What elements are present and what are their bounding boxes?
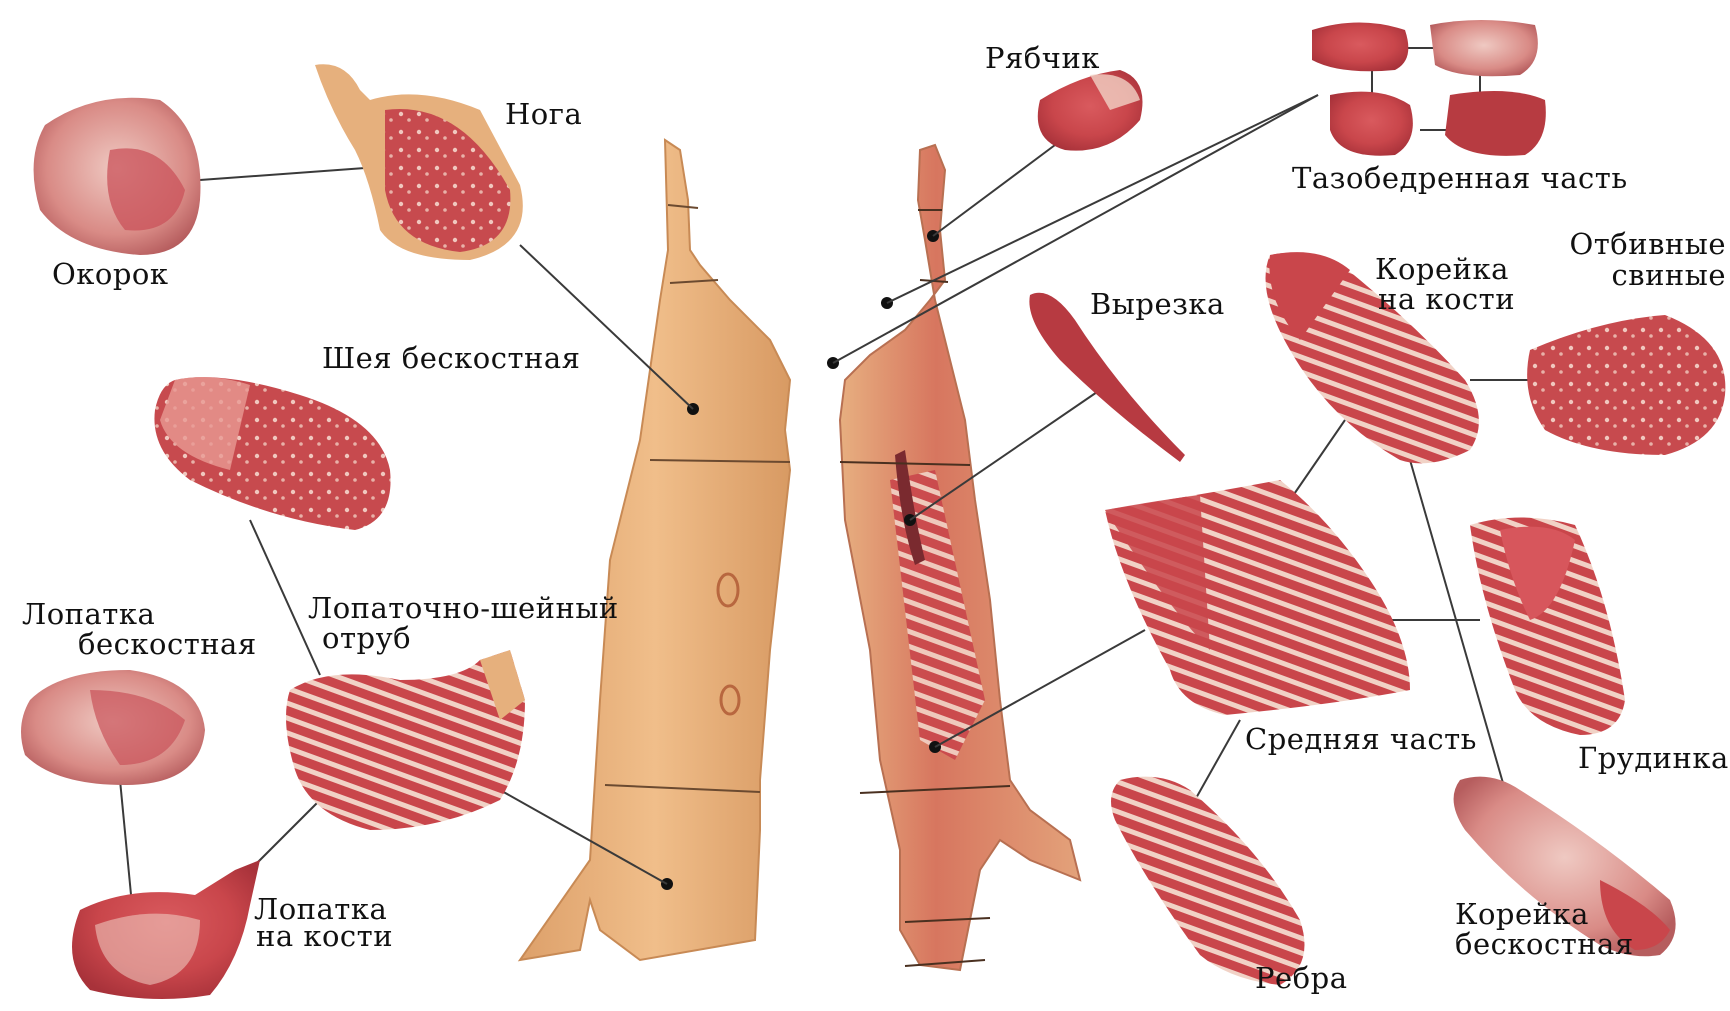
carcass-outer-half — [520, 140, 790, 960]
lopatka-beskostnaya-piece — [21, 670, 205, 785]
label-lopatka-beskostnaya-2: бескостная — [78, 628, 257, 660]
lopatka-na-kosti-piece — [72, 860, 260, 999]
noga-piece — [315, 64, 523, 260]
tazobedr-pieces — [1312, 20, 1546, 156]
label-sheya-beskostnaya: Шея бескостная — [322, 342, 580, 374]
label-koreyka-na-kosti-2: на кости — [1378, 283, 1515, 315]
okorok-piece — [34, 98, 201, 255]
grudinka-piece — [1470, 518, 1625, 736]
label-lopatka-beskostnaya-1: Лопатка — [22, 598, 155, 630]
rebra-piece — [1111, 777, 1305, 985]
label-noga: Нога — [505, 98, 582, 130]
label-srednyaya-chast: Средняя часть — [1245, 723, 1477, 755]
otbivnye-piece — [1527, 315, 1725, 455]
sheya-piece — [154, 377, 390, 530]
label-lopatka-na-kosti-2: на кости — [256, 920, 393, 952]
srednyaya-piece — [1105, 480, 1410, 715]
label-otbivnye-1: Отбивные — [1569, 228, 1726, 260]
label-ryabchik: Рябчик — [985, 42, 1100, 74]
label-rebra: Ребра — [1255, 962, 1348, 994]
label-vyrezka: Вырезка — [1090, 288, 1225, 320]
label-otbivnye-2: свиные — [1612, 259, 1726, 291]
label-lopatochno-sheiny-1: Лопаточно-шейный — [308, 592, 619, 624]
ryabchik-piece — [1038, 70, 1143, 151]
label-tazobedrennaya: Тазобедренная часть — [1292, 162, 1628, 194]
label-koreyka-na-kosti-1: Корейка — [1375, 253, 1509, 285]
lopatochno-sheiny-piece — [286, 650, 525, 830]
carcass-inner-half — [827, 145, 1080, 970]
label-koreyka-beskostnaya-1: Корейка — [1455, 898, 1589, 930]
label-grudinka: Грудинка — [1578, 742, 1729, 774]
label-okorok: Окорок — [52, 258, 169, 290]
label-lopatochno-sheiny-2: отруб — [322, 622, 411, 654]
label-koreyka-beskostnaya-2: бескостная — [1455, 928, 1634, 960]
